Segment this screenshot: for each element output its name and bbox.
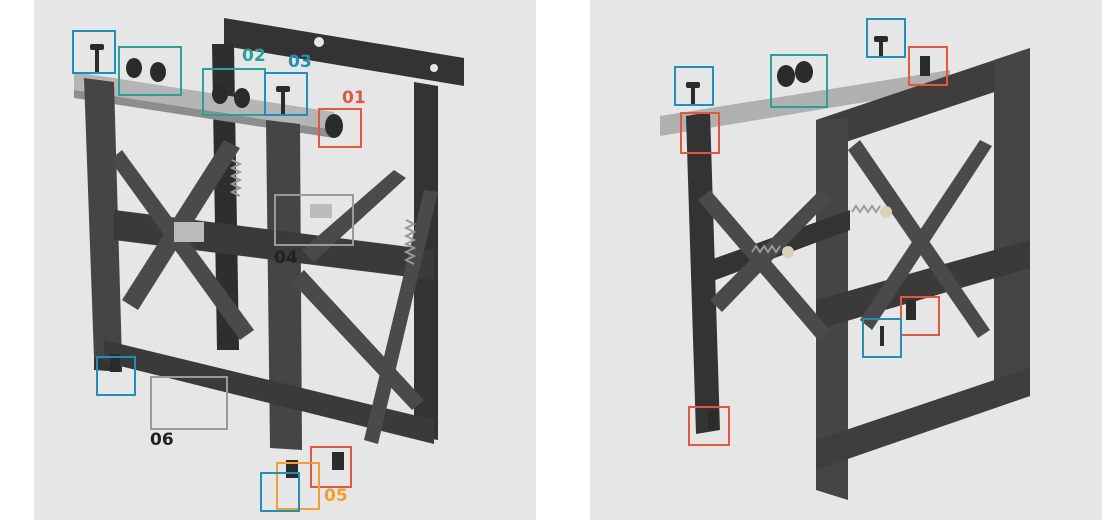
callout-red-r1	[908, 46, 948, 86]
spring-right	[403, 219, 417, 265]
callout-teal-r1	[770, 54, 828, 108]
callout-blue-3	[96, 356, 136, 396]
callout-blue-r1	[674, 66, 714, 106]
callout-blue-2	[264, 72, 308, 116]
top-rail	[660, 70, 950, 136]
top-back-bracket	[224, 18, 464, 86]
bracket-plate	[174, 222, 204, 242]
callout-blue-r2	[866, 18, 906, 58]
label-04: 04	[274, 248, 298, 268]
mount-rear-illustration	[660, 36, 1030, 500]
frame-right-post	[994, 48, 1030, 392]
label-02: 02	[242, 46, 266, 66]
x-brace-b	[110, 150, 254, 340]
right-view-panel	[590, 0, 1102, 520]
callout-blue-r3	[862, 318, 902, 358]
callout-red-r2	[680, 112, 720, 154]
callout-teal-1	[118, 46, 182, 96]
front-post-left	[84, 78, 122, 360]
label-03: 03	[288, 52, 312, 72]
frame-top-bar	[816, 48, 1030, 152]
spring-a	[751, 204, 881, 254]
x-brace-e	[364, 190, 438, 444]
callout-blue-top-left	[72, 30, 116, 74]
x-brace-c	[302, 170, 406, 262]
callout-blue-4	[260, 472, 300, 512]
bottom-crossbar	[104, 340, 434, 444]
spring-left	[229, 159, 243, 197]
callout-red-r3	[900, 296, 940, 336]
callout-red-1	[318, 108, 362, 148]
label-01: 01	[342, 88, 366, 108]
frame-bottom-bar	[816, 368, 1030, 470]
label-05: 05	[324, 486, 348, 506]
callout-teal-2	[202, 68, 266, 116]
callout-gray-1	[274, 194, 354, 246]
top-knobs	[90, 44, 343, 138]
callout-red-2	[310, 446, 352, 488]
callout-red-r4	[688, 406, 730, 446]
label-06: 06	[150, 430, 174, 450]
left-view-panel: 02 03 01 04 06 05	[34, 0, 536, 520]
callout-gray-2	[150, 376, 228, 430]
rear-knobs	[686, 36, 930, 430]
